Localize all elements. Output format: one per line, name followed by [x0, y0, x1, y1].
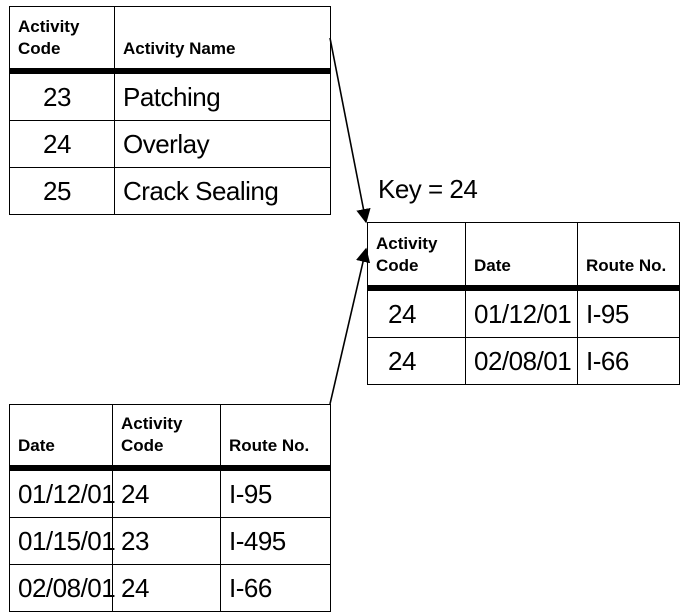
date-cell: 01/12/01	[465, 287, 578, 338]
activity-code-cell: 25	[9, 167, 115, 215]
table-header-row: Activity Code Activity Name	[9, 6, 331, 74]
column-header-route-no: Route No.	[220, 404, 331, 471]
table-header-row: Activity Code Date Route No.	[367, 222, 680, 291]
activity-code-cell: 24	[367, 287, 466, 338]
table-row: 24 Overlay	[9, 120, 331, 168]
route-cell: I-66	[577, 337, 680, 385]
column-header-date: Date	[9, 404, 113, 471]
route-cell: I-95	[577, 287, 680, 338]
route-cell: I-95	[220, 467, 331, 518]
activity-code-cell: 24	[367, 337, 466, 385]
column-header-activity-code: Activity Code	[9, 6, 115, 74]
activity-code-cell: 23	[112, 517, 221, 565]
table-row: 24 02/08/01 I-66	[367, 337, 680, 385]
activity-name-cell: Overlay	[114, 120, 331, 168]
table-row: 01/12/01 24 I-95	[9, 467, 331, 518]
date-cell: 01/15/01	[9, 517, 116, 565]
date-cell: 01/12/01	[9, 467, 116, 518]
table-row: 24 01/12/01 I-95	[367, 287, 680, 338]
join-key-label: Key = 24	[378, 174, 478, 204]
activity-code-cell: 23	[9, 70, 115, 121]
date-cell: 02/08/01	[9, 564, 116, 612]
joined-result-table: Activity Code Date Route No. 24 01/12/01…	[367, 222, 680, 385]
table-row: 02/08/01 24 I-66	[9, 564, 331, 612]
activity-code-cell: 24	[9, 120, 115, 168]
activity-lookup-table: Activity Code Activity Name 23 Patching …	[9, 6, 331, 215]
column-header-date: Date	[465, 222, 578, 291]
table-header-row: Date Activity Code Route No.	[9, 404, 331, 471]
activity-code-cell: 24	[112, 564, 221, 612]
column-header-activity-code: Activity Code	[367, 222, 466, 291]
activity-name-cell: Patching	[114, 70, 331, 121]
table-row: 25 Crack Sealing	[9, 167, 331, 215]
column-header-route-no: Route No.	[577, 222, 680, 291]
arrow-from-log-table	[329, 247, 371, 405]
table-row: 23 Patching	[9, 70, 331, 121]
route-cell: I-66	[220, 564, 331, 612]
arrow-from-activity-table	[329, 37, 371, 224]
activity-name-cell: Crack Sealing	[114, 167, 331, 215]
table-row: 01/15/01 23 I-495	[9, 517, 331, 565]
column-header-activity-code: Activity Code	[112, 404, 221, 471]
date-cell: 02/08/01	[465, 337, 578, 385]
column-header-activity-name: Activity Name	[114, 6, 331, 74]
activity-log-table: Date Activity Code Route No. 01/12/01 24…	[9, 404, 331, 612]
route-cell: I-495	[220, 517, 331, 565]
